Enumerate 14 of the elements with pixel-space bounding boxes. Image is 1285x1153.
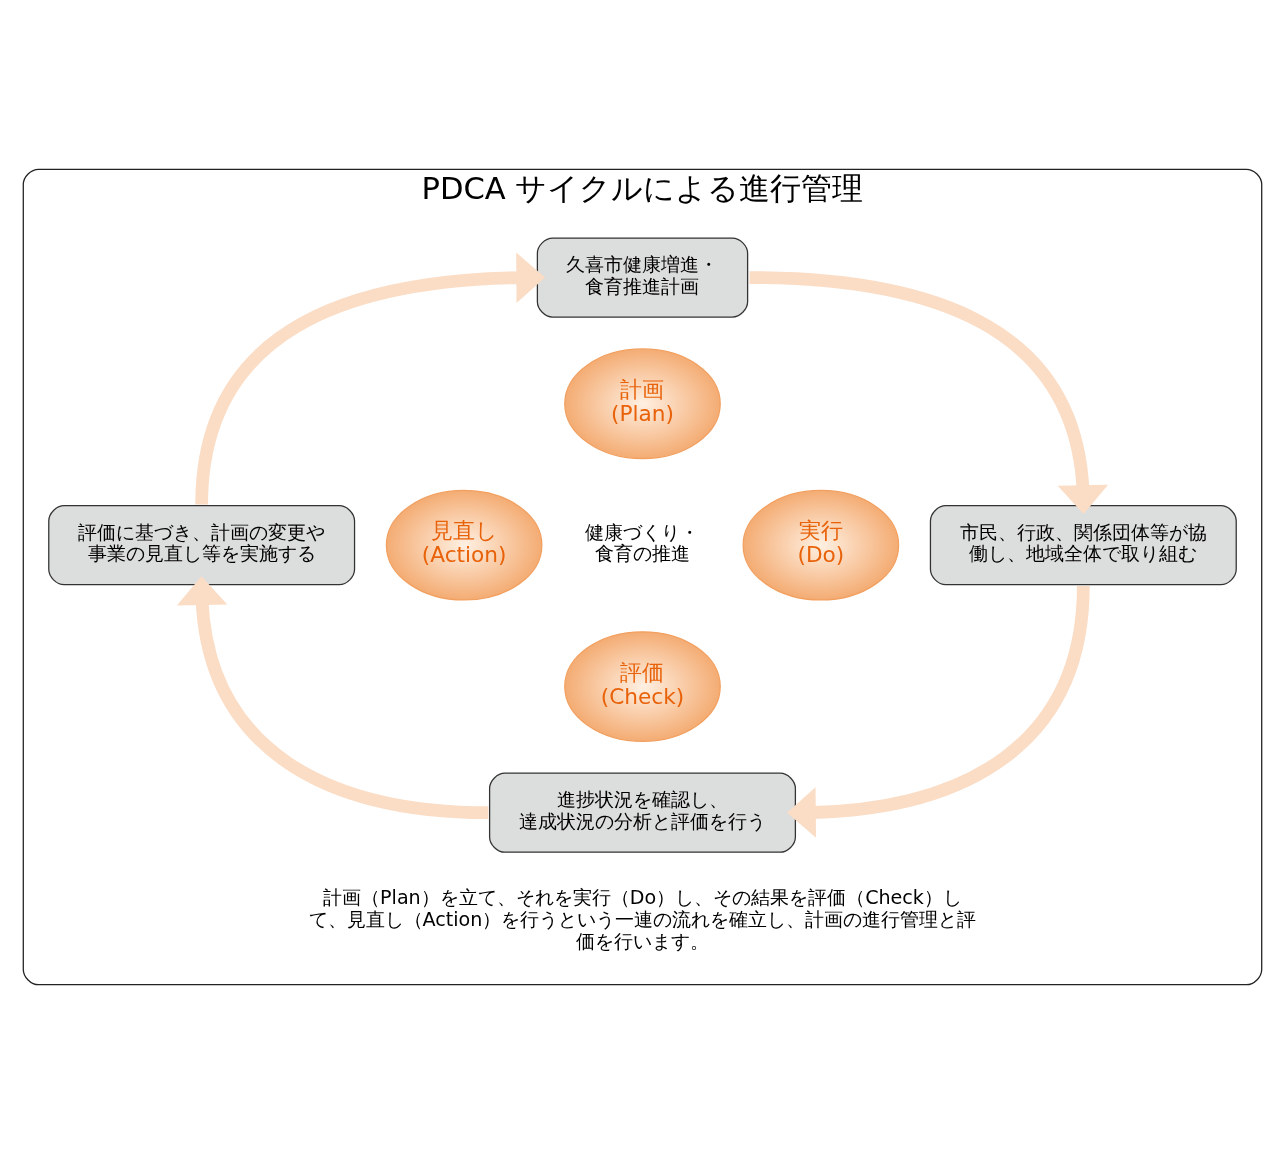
label: 計画（Plan）を立て、それを実行（Do）し、その結果を評価（Check）して、見直し（Action）を行うという一連の流れを確立し、計画の進行管理と評価を行います。 xyxy=(308,885,977,953)
node-ellipse: 評価 (Check) xyxy=(564,630,721,742)
node-box: 進捗状況を確認し、達成状況の分析と評価を行う xyxy=(488,772,797,853)
arrow xyxy=(749,270,1109,514)
node-box: 久喜市健康増進・食育推進計画 xyxy=(536,236,749,318)
arrow xyxy=(787,585,1090,838)
arrow xyxy=(176,575,489,819)
node-box: 市民、行政、関係団体等が協働し、地域全体で取り組む xyxy=(929,504,1237,585)
label: 健康づくり・食育の推進 xyxy=(585,521,700,564)
node-box: 評価に基づき、計画の変更や事業の見直し等を実施する xyxy=(48,504,356,585)
arrow xyxy=(195,252,546,505)
node-ellipse: 実行 (Do) xyxy=(742,489,900,601)
node-ellipse: 見直し (Action) xyxy=(385,489,543,601)
node-ellipse: 計画 (Plan) xyxy=(564,347,721,459)
